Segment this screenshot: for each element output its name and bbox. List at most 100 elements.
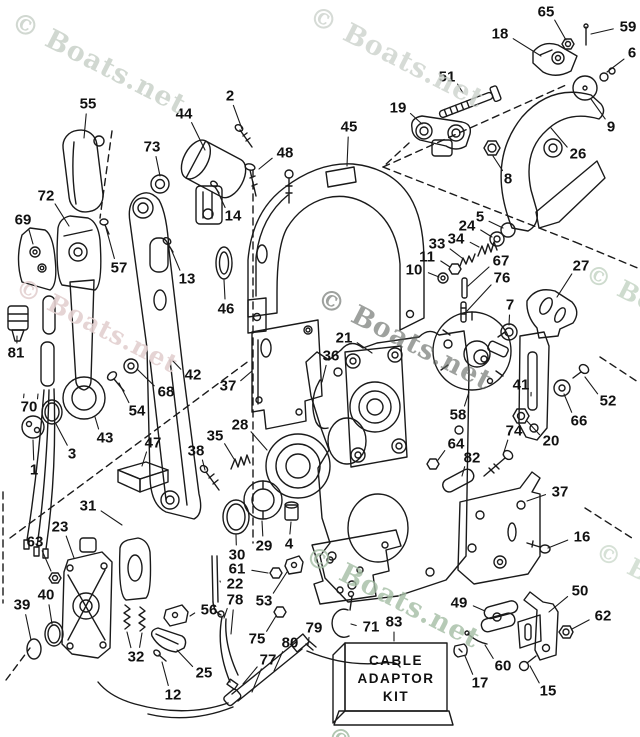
part-number-4: 4 [285, 536, 294, 553]
part-number-48: 48 [277, 145, 294, 162]
part-washer-disc [572, 75, 598, 101]
leader-line-76 [466, 284, 492, 312]
leader-line-40 [48, 604, 53, 625]
part-screw [284, 169, 294, 204]
leader-line-8 [492, 155, 504, 172]
leader-line-37 [526, 494, 547, 502]
part-number-7: 7 [506, 297, 514, 314]
leader-line-11 [440, 260, 451, 268]
part-cable-clamp-halves [480, 600, 519, 633]
part-cam-disc [432, 311, 512, 391]
part-number-29: 29 [256, 538, 273, 555]
leader-line-38 [201, 459, 206, 471]
leader-line-18 [512, 38, 542, 57]
leader-line-13 [170, 248, 181, 271]
leader-line-14 [216, 189, 226, 209]
part-rubber-block [117, 461, 169, 493]
part-number-35: 35 [207, 428, 224, 445]
part-switch-mount [17, 227, 57, 291]
leader-line-54 [118, 382, 130, 404]
part-number-20: 20 [543, 433, 560, 450]
leader-line-19 [409, 112, 423, 125]
part-bracket-plate [251, 319, 323, 430]
part-washer [437, 272, 449, 284]
part-nut [48, 572, 62, 584]
part-number-31: 31 [80, 498, 97, 515]
part-screw [153, 649, 167, 662]
leader-line-75 [266, 615, 277, 632]
leader-line-7 [508, 314, 511, 326]
part-frame-plate [305, 330, 470, 603]
part-number-71: 71 [363, 619, 380, 636]
part-wire [217, 610, 239, 691]
part-spacer-barrel [442, 468, 475, 493]
part-number-72: 72 [38, 188, 55, 205]
part-number-5: 5 [476, 209, 484, 226]
part-number-45: 45 [341, 119, 358, 136]
leader-line-70 [36, 393, 39, 400]
part-grommet [215, 246, 233, 280]
leader-line-5 [488, 220, 504, 229]
part-latch [163, 604, 189, 627]
part-cable-sheath [211, 555, 222, 616]
part-spring [138, 606, 146, 632]
part-screw [518, 655, 537, 672]
part-plug [453, 643, 468, 658]
leader-line-1 [32, 439, 35, 461]
leader-line-45 [346, 136, 349, 167]
part-number-67: 67 [493, 253, 510, 270]
part-detent-ball [500, 222, 516, 238]
part-spacer [284, 501, 299, 521]
part-number-39: 39 [14, 597, 31, 614]
part-screw [99, 218, 110, 235]
part-number-41: 41 [513, 377, 530, 394]
kit-box-line2: ADAPTOR [357, 671, 434, 686]
part-spring [459, 253, 476, 267]
leader-line-36 [321, 364, 327, 383]
part-hinge [56, 215, 102, 291]
part-spring [230, 454, 251, 470]
part-number-52: 52 [600, 393, 617, 410]
leader-line-68 [136, 368, 155, 387]
part-screw [526, 540, 551, 554]
part-number-64: 64 [448, 436, 465, 453]
part-number-13: 13 [179, 271, 196, 288]
part-number-28: 28 [232, 417, 249, 434]
part-number-53: 53 [256, 593, 273, 610]
part-screw [572, 363, 590, 379]
part-throttle-bracket [500, 91, 606, 232]
part-cylinder [180, 139, 247, 225]
part-number-12: 12 [165, 687, 182, 704]
part-lever [532, 42, 578, 76]
part-number-36: 36 [323, 348, 340, 365]
part-number-54: 54 [129, 403, 146, 420]
part-clamp [284, 555, 304, 575]
part-number-37: 37 [552, 484, 569, 501]
part-link-arm [62, 279, 106, 420]
part-screw [483, 449, 514, 477]
part-number-23: 23 [52, 519, 69, 536]
leader-line-46 [223, 279, 226, 300]
part-number-30: 30 [229, 547, 246, 564]
cable-adaptor-kit-box: CABLE ADAPTOR KIT [332, 642, 454, 726]
part-number-37: 37 [220, 378, 237, 395]
part-nut [558, 625, 574, 639]
part-nut [483, 140, 501, 156]
part-bearing-housing [344, 345, 408, 468]
part-number-21: 21 [336, 330, 353, 347]
leader-line-43 [94, 416, 100, 430]
part-number-38: 38 [188, 443, 205, 460]
part-number-1: 1 [30, 462, 38, 479]
leader-line-33 [449, 248, 463, 259]
kit-box-line3: KIT [383, 689, 409, 704]
part-number-9: 9 [607, 119, 615, 136]
leader-line-71 [350, 623, 357, 627]
part-mount-bracket [61, 537, 113, 659]
exploded-parts: CABLE ADAPTOR KIT [7, 23, 616, 726]
part-number-6: 6 [628, 45, 636, 62]
part-anchor-bracket [517, 591, 559, 661]
leader-line-79 [307, 636, 310, 646]
leader-line-77 [242, 666, 258, 685]
leader-line-60 [484, 644, 494, 659]
